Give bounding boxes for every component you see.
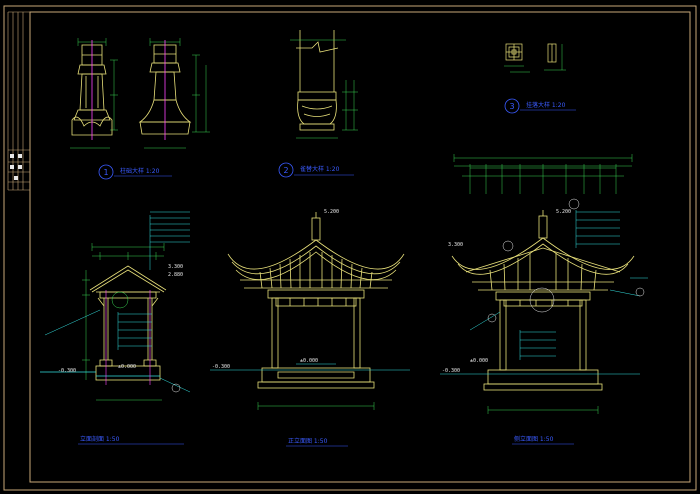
elevation-mark: ±0.000 <box>300 358 318 364</box>
view-section: 3.300 2.880 ±0.000 -0.300 <box>40 211 191 401</box>
view-side-elevation: 5.200 -0.300 ±0.000 3.300 <box>440 154 648 414</box>
elevation-mark: 5.200 <box>324 209 339 215</box>
detail-badge-3: 3 挂落大样 1:20 <box>504 98 576 114</box>
view-caption-section: 立面剖面 1:50 <box>78 435 184 445</box>
view-caption-side: 侧立面图 1:50 <box>512 435 574 445</box>
elevation-mark: 5.200 <box>556 209 571 215</box>
detail-badge-number: 1 <box>103 168 108 177</box>
detail-caption: 挂落大样 1:20 <box>526 101 566 109</box>
view-caption: 侧立面图 1:50 <box>514 435 554 443</box>
view-caption: 正立面图 1:50 <box>288 437 328 445</box>
detail-badge-number: 3 <box>509 102 514 111</box>
elevation-mark: ±0.000 <box>118 364 136 370</box>
detail-column-base-2 <box>138 38 210 149</box>
title-strip <box>7 11 30 191</box>
elevation-mark: 2.880 <box>168 272 183 278</box>
detail-bracket <box>290 30 358 139</box>
detail-column-base-1 <box>70 38 118 149</box>
elevation-mark: -0.300 <box>58 368 76 374</box>
detail-caption: 柱础大样 1:20 <box>120 167 160 175</box>
view-front-elevation: 5.200 -0.300 ±0.000 <box>210 209 410 410</box>
detail-badge-1: 1 柱础大样 1:20 <box>98 164 172 180</box>
view-caption: 立面剖面 1:50 <box>80 435 120 443</box>
elevation-mark: -0.300 <box>442 368 460 374</box>
elevation-mark: 3.300 <box>448 242 463 248</box>
detail-badge-2: 2 雀替大样 1:20 <box>278 162 354 178</box>
detail-badge-number: 2 <box>283 166 288 175</box>
elevation-mark: ±0.000 <box>470 358 488 364</box>
elevation-mark: 3.300 <box>168 264 183 270</box>
detail-caption: 雀替大样 1:20 <box>300 165 340 173</box>
view-caption-front: 正立面图 1:50 <box>286 437 348 447</box>
inner-border <box>29 11 691 483</box>
detail-lattice <box>504 43 566 73</box>
elevation-mark: -0.300 <box>212 364 230 370</box>
outer-border <box>3 5 697 491</box>
